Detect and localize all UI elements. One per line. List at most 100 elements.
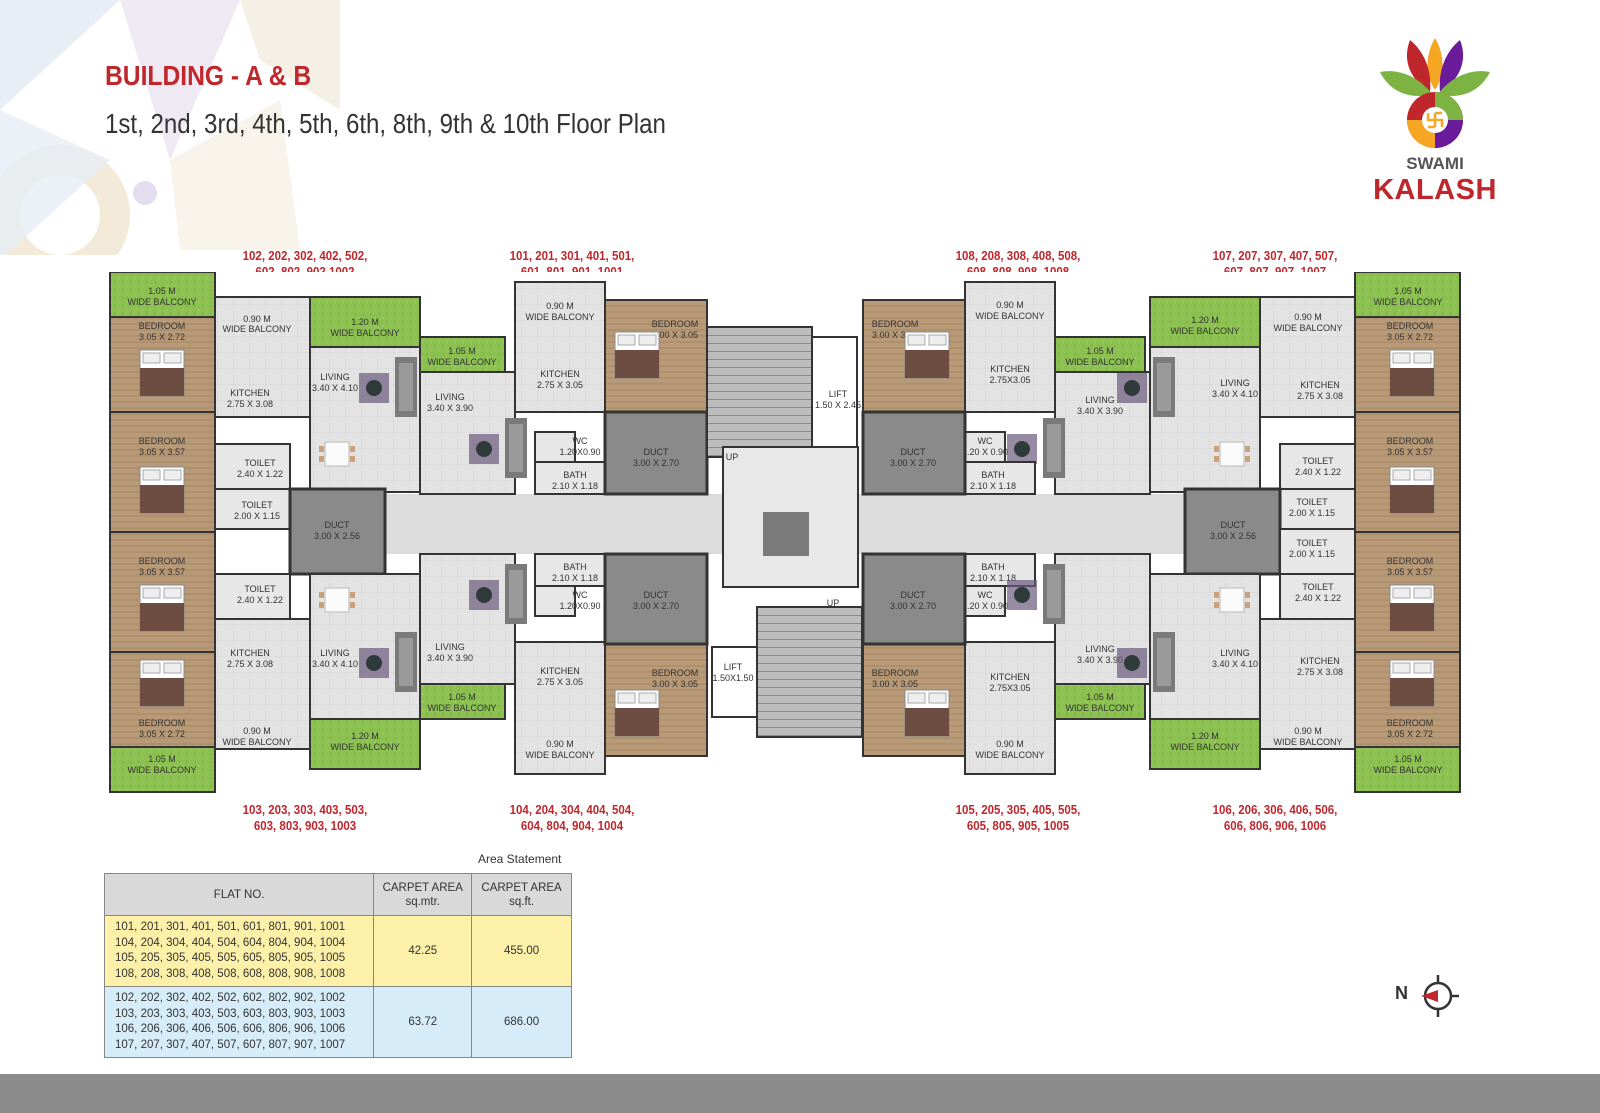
svg-text:BEDROOM: BEDROOM	[1387, 718, 1434, 728]
table-row: 102, 202, 302, 402, 502, 602, 802, 902, …	[103, 986, 572, 1058]
swami-kalash-logo: SWAMI KALASH	[1370, 30, 1500, 215]
col-header-carpet-sqm: CARPET AREA sq.mtr.	[373, 873, 473, 916]
svg-text:3.00 X 3.05: 3.00 X 3.05	[872, 330, 918, 340]
svg-text:2.40 X 1.22: 2.40 X 1.22	[237, 469, 283, 479]
flat-group-label-bottom-1: 103, 203, 303, 403, 503,603, 803, 903, 1…	[242, 803, 368, 833]
svg-text:WIDE BALCONY: WIDE BALCONY	[222, 737, 291, 747]
svg-text:WIDE BALCONY: WIDE BALCONY	[1170, 326, 1239, 336]
table-row: 101, 201, 301, 401, 501, 601, 801, 901, …	[103, 915, 572, 987]
north-compass: N	[1395, 973, 1465, 1019]
svg-text:LIVING: LIVING	[1220, 378, 1250, 388]
flat-group-label-bottom-2: 104, 204, 304, 404, 504,604, 804, 904, 1…	[509, 803, 635, 833]
duct-108	[861, 410, 967, 496]
svg-text:2.40 X 1.22: 2.40 X 1.22	[1295, 593, 1341, 603]
svg-text:WC: WC	[573, 590, 588, 600]
svg-text:3.05 X 2.72: 3.05 X 2.72	[1387, 729, 1433, 739]
flat-104-block: LIVING 3.40 X 3.90 1.05 M WIDE BALCONY B…	[419, 553, 708, 775]
flat-101-block: 1.05 M WIDE BALCONY LIVING 3.40 X 3.90 0…	[419, 281, 708, 495]
svg-text:DUCT: DUCT	[644, 590, 669, 600]
svg-text:BEDROOM: BEDROOM	[139, 321, 186, 331]
svg-text:2.00 X 1.15: 2.00 X 1.15	[234, 511, 280, 521]
svg-text:1.20 M: 1.20 M	[351, 317, 379, 327]
svg-text:0.90 M: 0.90 M	[243, 314, 271, 324]
svg-text:0.90 M: 0.90 M	[1294, 726, 1322, 736]
svg-text:LIVING: LIVING	[435, 642, 465, 652]
svg-text:1.05 M: 1.05 M	[1394, 286, 1422, 296]
svg-text:3.00 X 2.56: 3.00 X 2.56	[1210, 531, 1256, 541]
svg-text:2.75 X 3.08: 2.75 X 3.08	[227, 659, 273, 669]
svg-text:WIDE BALCONY: WIDE BALCONY	[330, 328, 399, 338]
svg-text:1.50 X 2.45: 1.50 X 2.45	[815, 400, 861, 410]
svg-text:2.75 X 3.05: 2.75 X 3.05	[537, 677, 583, 687]
svg-text:WIDE BALCONY: WIDE BALCONY	[222, 324, 291, 334]
svg-text:2.75X3.05: 2.75X3.05	[989, 375, 1030, 385]
svg-text:BEDROOM: BEDROOM	[872, 319, 919, 329]
svg-text:WIDE BALCONY: WIDE BALCONY	[1065, 357, 1134, 367]
svg-text:3.00 X 2.56: 3.00 X 2.56	[314, 531, 360, 541]
svg-text:1.05 M: 1.05 M	[1086, 692, 1114, 702]
north-label: N	[1395, 983, 1408, 1003]
svg-text:3.40 X 4.10: 3.40 X 4.10	[312, 659, 358, 669]
svg-text:3.05 X 2.72: 3.05 X 2.72	[1387, 332, 1433, 342]
svg-text:1.05 M: 1.05 M	[1394, 754, 1422, 764]
svg-text:0.90 M: 0.90 M	[996, 300, 1024, 310]
svg-text:TOILET: TOILET	[241, 500, 273, 510]
svg-text:WC: WC	[978, 436, 993, 446]
svg-text:LIVING: LIVING	[320, 372, 350, 382]
svg-text:2.75 X 3.08: 2.75 X 3.08	[1297, 667, 1343, 677]
svg-text:DUCT: DUCT	[644, 447, 669, 457]
logo-text-swami: SWAMI	[1406, 154, 1464, 173]
svg-text:2.00 X 1.15: 2.00 X 1.15	[1289, 508, 1335, 518]
flat-numbers-cell: 101, 201, 301, 401, 501, 601, 801, 901, …	[103, 915, 375, 987]
svg-text:WIDE BALCONY: WIDE BALCONY	[1273, 323, 1342, 333]
svg-text:1.50X1.50: 1.50X1.50	[712, 673, 753, 683]
compass-icon	[1421, 975, 1459, 1017]
flat-107-block: 1.20 M WIDE BALCONY LIVING 3.40 X 4.10 0…	[1117, 272, 1461, 533]
svg-text:KITCHEN: KITCHEN	[1300, 380, 1340, 390]
svg-text:2.00 X 1.15: 2.00 X 1.15	[1289, 549, 1335, 559]
svg-text:TOILET: TOILET	[244, 584, 276, 594]
svg-text:DUCT: DUCT	[1221, 520, 1246, 530]
area-statement-caption: Area Statement	[478, 852, 562, 866]
svg-text:WIDE BALCONY: WIDE BALCONY	[1273, 737, 1342, 747]
duct-105	[861, 552, 967, 646]
svg-text:2.10 X 1.18: 2.10 X 1.18	[552, 481, 598, 491]
logo-text-kalash: KALASH	[1373, 174, 1497, 206]
area-statement-table: FLAT NO. CARPET AREA sq.mtr. CARPET AREA…	[103, 873, 572, 1058]
svg-text:BEDROOM: BEDROOM	[872, 668, 919, 678]
svg-text:3.40 X 4.10: 3.40 X 4.10	[1212, 659, 1258, 669]
svg-text:WC: WC	[573, 436, 588, 446]
svg-text:LIFT: LIFT	[829, 389, 848, 399]
svg-text:1.05 M: 1.05 M	[1086, 346, 1114, 356]
flat-group-label-bottom-3: 105, 205, 305, 405, 505,605, 805, 905, 1…	[955, 803, 1081, 833]
svg-text:BEDROOM: BEDROOM	[1387, 556, 1434, 566]
svg-text:1.20 M: 1.20 M	[351, 731, 379, 741]
svg-text:1.20X0.90: 1.20X0.90	[559, 601, 600, 611]
svg-text:3.40 X 3.90: 3.40 X 3.90	[427, 403, 473, 413]
svg-text:2.75 X 3.08: 2.75 X 3.08	[1297, 391, 1343, 401]
svg-text:3.05 X 2.72: 3.05 X 2.72	[139, 729, 185, 739]
carpet-sqft-cell: 455.00	[471, 915, 572, 987]
svg-text:3.00 X 3.05: 3.00 X 3.05	[652, 330, 698, 340]
svg-text:3.05 X 3.57: 3.05 X 3.57	[139, 447, 185, 457]
svg-text:DUCT: DUCT	[325, 520, 350, 530]
svg-text:1.05 M: 1.05 M	[448, 692, 476, 702]
flat-group-label-bottom-4: 106, 206, 306, 406, 506,606, 806, 906, 1…	[1212, 803, 1338, 833]
svg-text:WIDE BALCONY: WIDE BALCONY	[127, 297, 196, 307]
svg-text:1.05 M: 1.05 M	[148, 754, 176, 764]
svg-text:1.20 X 0.90: 1.20 X 0.90	[962, 601, 1008, 611]
svg-text:BEDROOM: BEDROOM	[652, 319, 699, 329]
svg-text:WIDE BALCONY: WIDE BALCONY	[975, 750, 1044, 760]
svg-text:BEDROOM: BEDROOM	[652, 668, 699, 678]
svg-text:3.00 X 2.70: 3.00 X 2.70	[890, 458, 936, 468]
svg-text:UP: UP	[827, 598, 840, 608]
svg-text:2.10 X 1.18: 2.10 X 1.18	[552, 573, 598, 583]
svg-text:KITCHEN: KITCHEN	[230, 388, 270, 398]
svg-text:LIVING: LIVING	[1085, 395, 1115, 405]
svg-text:3.05 X 2.72: 3.05 X 2.72	[139, 332, 185, 342]
decorative-pattern	[0, 0, 340, 260]
svg-text:LIVING: LIVING	[1085, 644, 1115, 654]
svg-text:3.05 X 3.57: 3.05 X 3.57	[1387, 447, 1433, 457]
svg-text:2.40 X 1.22: 2.40 X 1.22	[1295, 467, 1341, 477]
svg-text:1.20 X 0.90: 1.20 X 0.90	[962, 447, 1008, 457]
